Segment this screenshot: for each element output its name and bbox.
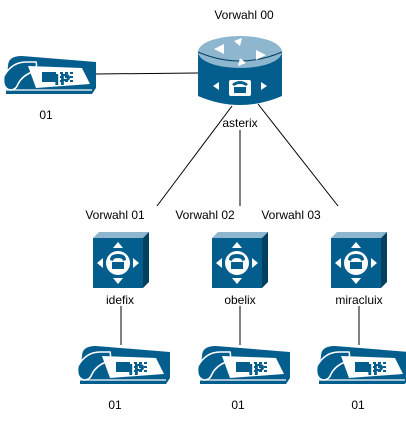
phone-badge: IP bbox=[128, 361, 145, 379]
link-router-phone bbox=[95, 72, 199, 75]
switch-miracluix: Vorwahl 03 miracluix bbox=[261, 208, 387, 307]
link-router-idefix bbox=[156, 105, 233, 207]
switch-idefix: Vorwahl 01 idefix bbox=[85, 208, 149, 307]
phone-label: 01 bbox=[231, 398, 245, 412]
phone-badge: IP bbox=[248, 361, 265, 379]
ip-phone-icon: IP bbox=[196, 345, 291, 385]
switch-caption: Vorwahl 02 bbox=[175, 208, 235, 222]
switch-caption: Vorwahl 01 bbox=[85, 208, 145, 222]
switch-obelix: Vorwahl 02 obelix bbox=[175, 208, 268, 307]
router-icon bbox=[197, 36, 283, 105]
phone-badge: IP bbox=[367, 361, 384, 379]
phone-bottom-1: IP 01 bbox=[76, 345, 171, 412]
phone-badge: IP bbox=[54, 71, 71, 89]
phone-bottom-3: IP 01 bbox=[315, 345, 406, 412]
switch-label: obelix bbox=[224, 293, 255, 307]
switch-label: idefix bbox=[106, 293, 134, 307]
router-label: asterix bbox=[222, 116, 257, 130]
link-router-miracluix bbox=[257, 103, 339, 207]
phone-label: 01 bbox=[351, 398, 365, 412]
switch-caption: Vorwahl 03 bbox=[261, 208, 321, 222]
telephony-switch-icon bbox=[212, 232, 268, 288]
switch-label: miracluix bbox=[335, 293, 382, 307]
telephony-switch-icon bbox=[331, 232, 387, 288]
telephony-switch-icon bbox=[93, 232, 149, 288]
ip-phone-icon: IP bbox=[315, 345, 406, 385]
connections bbox=[95, 72, 360, 345]
phone-top-left: IP 01 bbox=[2, 55, 97, 122]
router-caption: Vorwahl 00 bbox=[214, 8, 274, 22]
phone-label: 01 bbox=[39, 108, 53, 122]
router-asterix: Vorwahl 00 asterix bbox=[197, 8, 283, 130]
phone-label: 01 bbox=[108, 398, 122, 412]
phone-bottom-2: IP 01 bbox=[196, 345, 291, 412]
ip-phone-icon: IP bbox=[2, 55, 97, 95]
ip-phone-icon: IP bbox=[76, 345, 171, 385]
